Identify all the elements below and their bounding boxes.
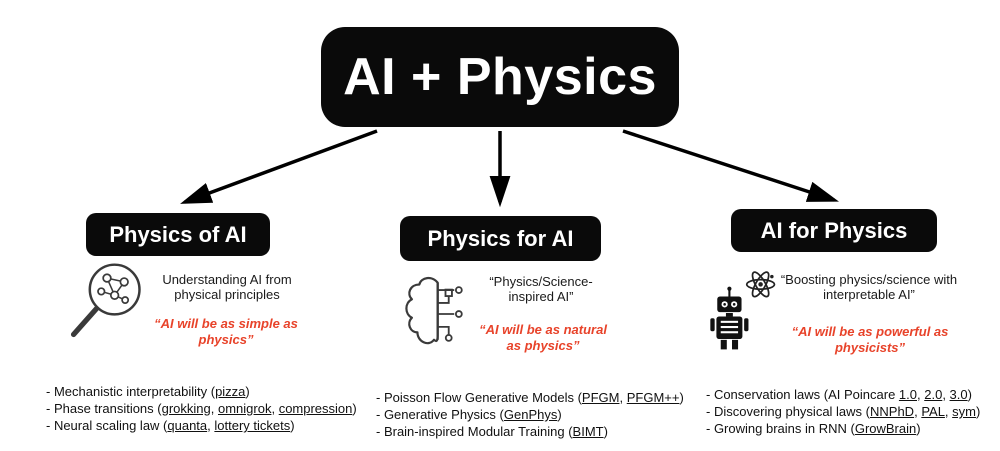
text-segment: ) [679,390,684,405]
topic-item: - Conservation laws (AI Poincare 1.0, 2.… [706,386,980,403]
branch-description: “Boosting physics/science with interpret… [780,272,958,302]
text-segment: ) [916,421,921,436]
link[interactable]: PFGM++ [626,390,680,405]
link[interactable]: GrowBrain [854,421,917,436]
branch-quote: “AI will be as natural as physics” [479,322,607,353]
topic-item: - Brain-inspired Modular Training (BIMT) [376,423,684,440]
arrow-right [622,129,839,202]
text-segment: ) [967,387,972,402]
text-segment: , [619,390,627,405]
text-segment: - Neural scaling law ( [46,418,168,433]
topic-list: - Conservation laws (AI Poincare 1.0, 2.… [706,386,980,437]
text-segment: , [944,404,953,419]
branch-quote: “AI will be as simple as physics” [154,316,298,347]
text-segment: ) [245,384,250,399]
topic-list: - Mechanistic interpretability (pizza) -… [46,383,357,434]
text-segment: - Poisson Flow Generative Models ( [376,390,582,405]
topic-item: - Neural scaling law (quanta, lottery ti… [46,417,357,434]
text-segment: ) [557,407,562,422]
text-segment: - Mechanistic interpretability ( [46,384,216,399]
text-segment: - Growing brains in RNN ( [706,421,855,436]
text-segment: ) [976,404,981,419]
text-segment: - Conservation laws (AI Poincare [706,387,899,402]
text-segment: , [917,387,925,402]
brain-circuit-icon [396,268,472,360]
link[interactable]: BIMT [572,424,604,439]
link[interactable]: omnigrok [217,401,272,416]
topic-item: - Poisson Flow Generative Models (PFGM, … [376,389,684,406]
link[interactable]: PFGM [581,390,620,405]
text-segment: - Brain-inspired Modular Training ( [376,424,573,439]
text-segment: , [914,404,922,419]
link[interactable]: compression [278,401,353,416]
page-title: AI + Physics [343,48,657,106]
topic-list: - Poisson Flow Generative Models (PFGM, … [376,389,684,440]
text-segment: ) [352,401,357,416]
link[interactable]: 1.0 [898,387,917,402]
robot-atom-icon [706,262,784,364]
text-segment: , [271,401,279,416]
text-segment: - Phase transitions ( [46,401,162,416]
link[interactable]: lottery tickets [214,418,291,433]
branch-title: Physics for AI [427,225,574,251]
text-segment: , [207,418,215,433]
link[interactable]: quanta [167,418,208,433]
text-segment: ) [603,424,608,439]
branch-title: Physics of AI [109,221,247,247]
topic-item: - Discovering physical laws (NNPhD, PAL,… [706,403,980,420]
arrow-left [180,129,378,204]
link[interactable]: GenPhys [503,407,558,422]
link[interactable]: pizza [215,384,246,399]
branch-description: “Physics/Science-inspired AI” [489,274,593,304]
link[interactable]: sym [952,404,976,419]
link[interactable]: 3.0 [949,387,968,402]
topic-item: - Phase transitions (grokking, omnigrok,… [46,400,357,417]
branch-title-box: Physics of AI [86,213,270,256]
topic-item: - Growing brains in RNN (GrowBrain) [706,420,980,437]
text-segment: - Discovering physical laws ( [706,404,870,419]
text-segment: ) [290,418,295,433]
title-box: AI + Physics [321,27,679,127]
branch-title: AI for Physics [760,217,908,243]
text-segment: , [210,401,218,416]
magnifier-network-icon [64,258,150,344]
branch-title-box: Physics for AI [400,216,601,261]
link[interactable]: PAL [921,404,945,419]
branch-description: Understanding AI from physical principle… [162,272,292,302]
topic-item: - Mechanistic interpretability (pizza) [46,383,357,400]
link[interactable]: 2.0 [924,387,943,402]
branch-title-box: AI for Physics [731,209,937,252]
topic-item: - Generative Physics (GenPhys) [376,406,684,423]
link[interactable]: NNPhD [870,404,915,419]
link[interactable]: grokking [161,401,211,416]
text-segment: - Generative Physics ( [376,407,504,422]
text-segment: , [942,387,950,402]
branch-quote: “AI will be as powerful as physicists” [791,324,949,355]
